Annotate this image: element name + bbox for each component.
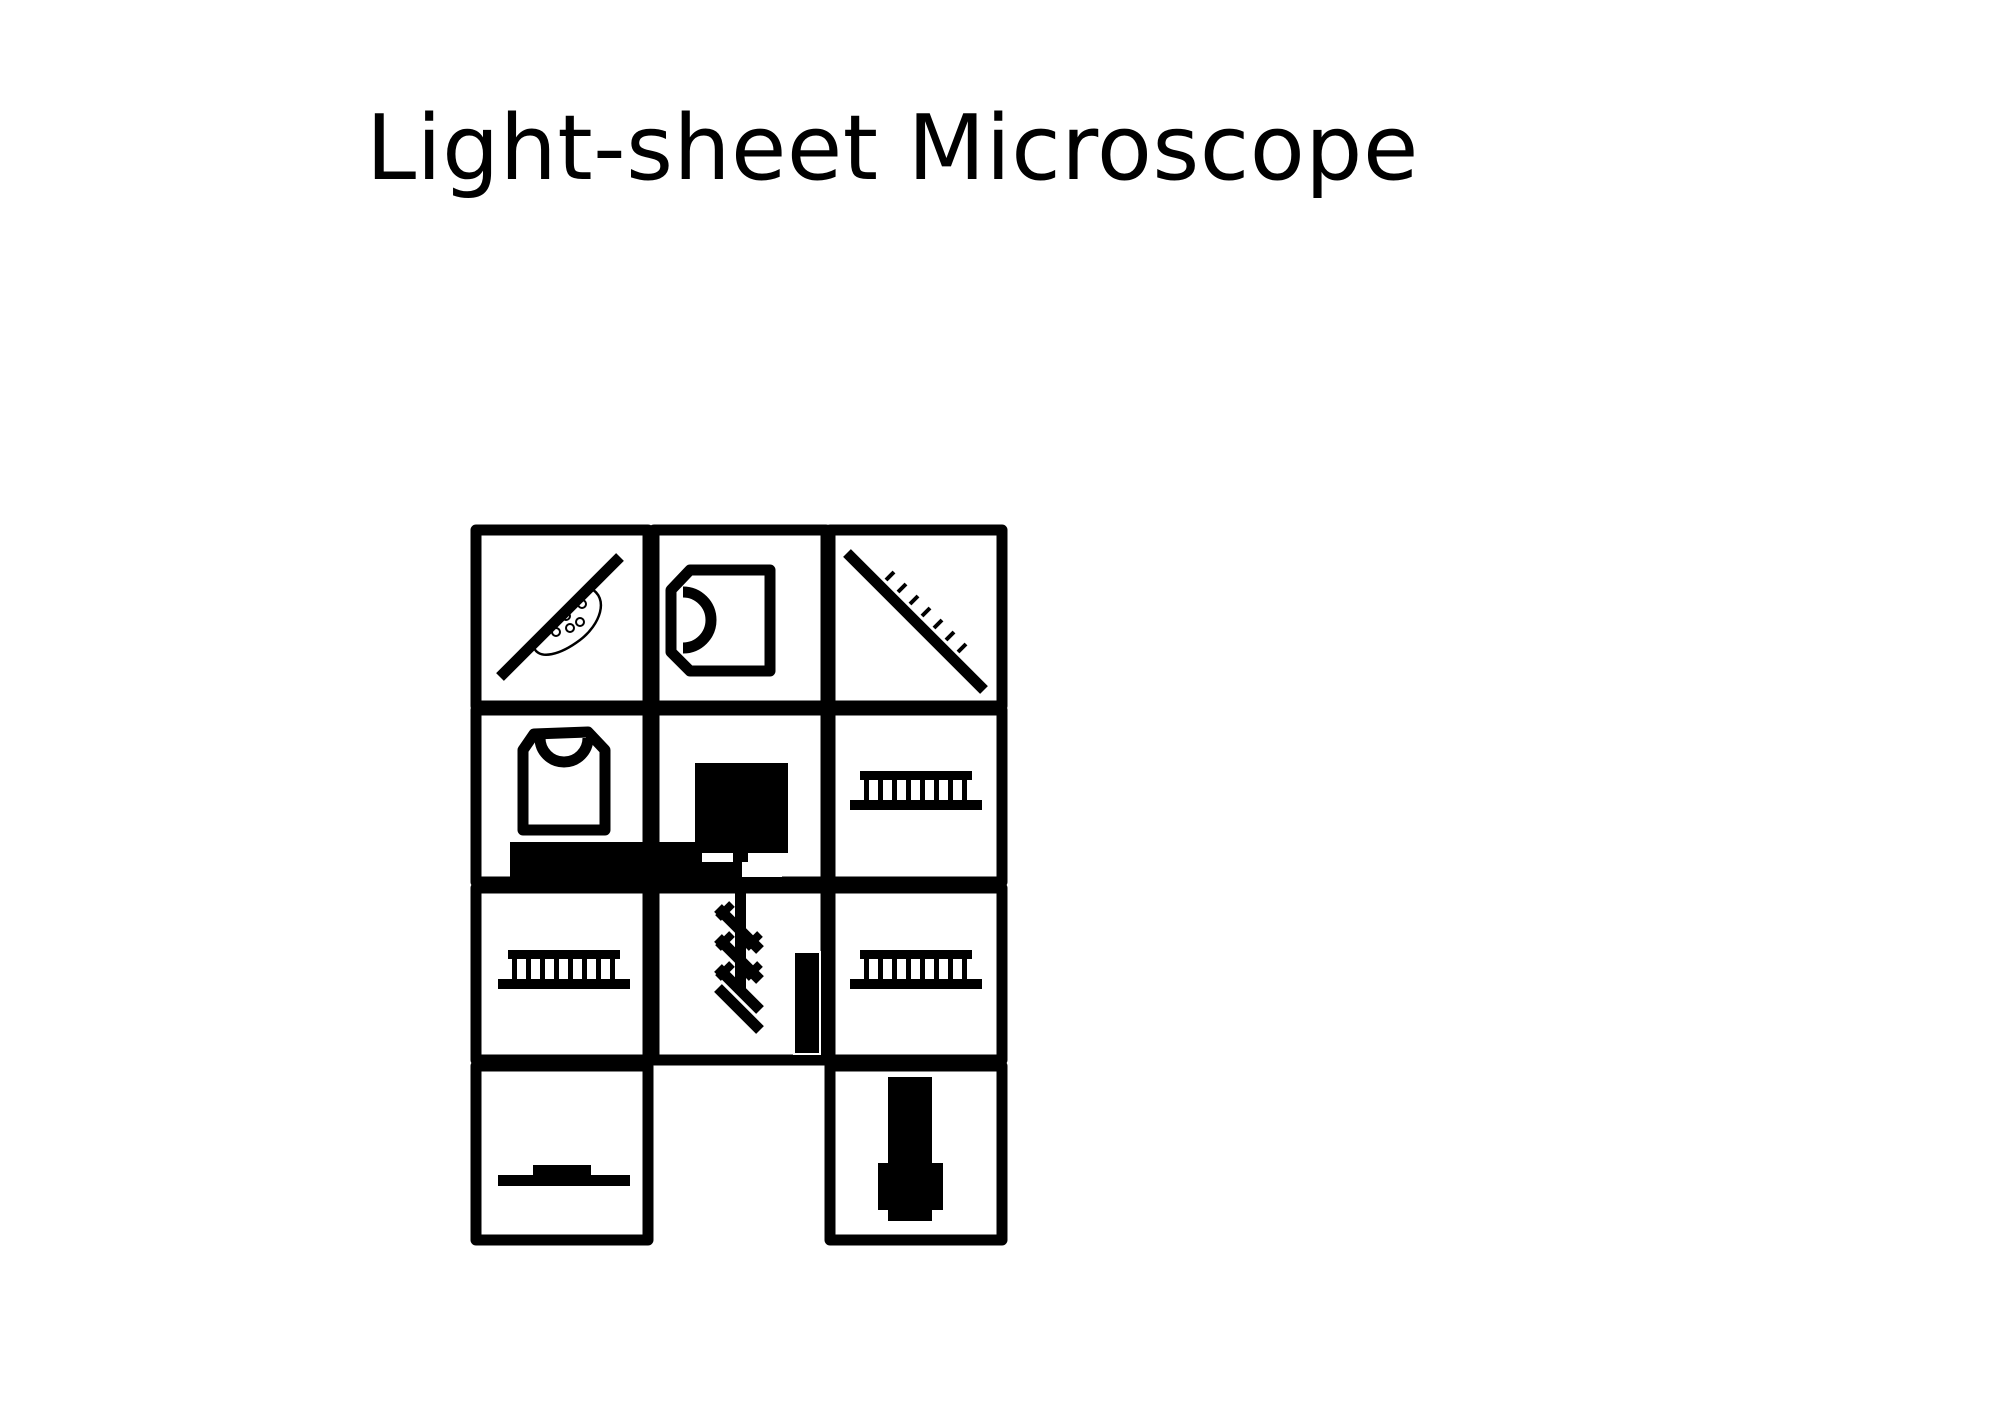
diffraction-grating-icon (843, 549, 988, 694)
cell-row4-col3 (824, 1060, 1008, 1246)
camera-icon (878, 1077, 943, 1221)
cell-row1-col2 (648, 524, 832, 712)
cell-row3-col1 (470, 882, 654, 1066)
beam-steering-mirrors-icon (714, 883, 764, 1034)
cell-row2-col3 (824, 704, 1008, 888)
sample-stage-bar (510, 842, 702, 877)
component-grid (470, 524, 1008, 1246)
cell-row4-col1 (470, 1060, 654, 1246)
light-source-icon (695, 763, 788, 883)
lens-icon (850, 950, 982, 989)
lens-icon (850, 771, 982, 810)
slide-title: Light-sheet Microscope (366, 96, 1419, 201)
illumination-objective-icon (665, 564, 776, 677)
sample-on-slide-icon (496, 553, 624, 681)
cell-row2-col1 (470, 704, 654, 888)
filter-icon (498, 1165, 630, 1186)
detection-objective-icon (517, 726, 611, 836)
lens-icon (498, 950, 630, 989)
side-mirror-block (793, 951, 821, 1055)
cell-row3-col3 (824, 882, 1008, 1066)
